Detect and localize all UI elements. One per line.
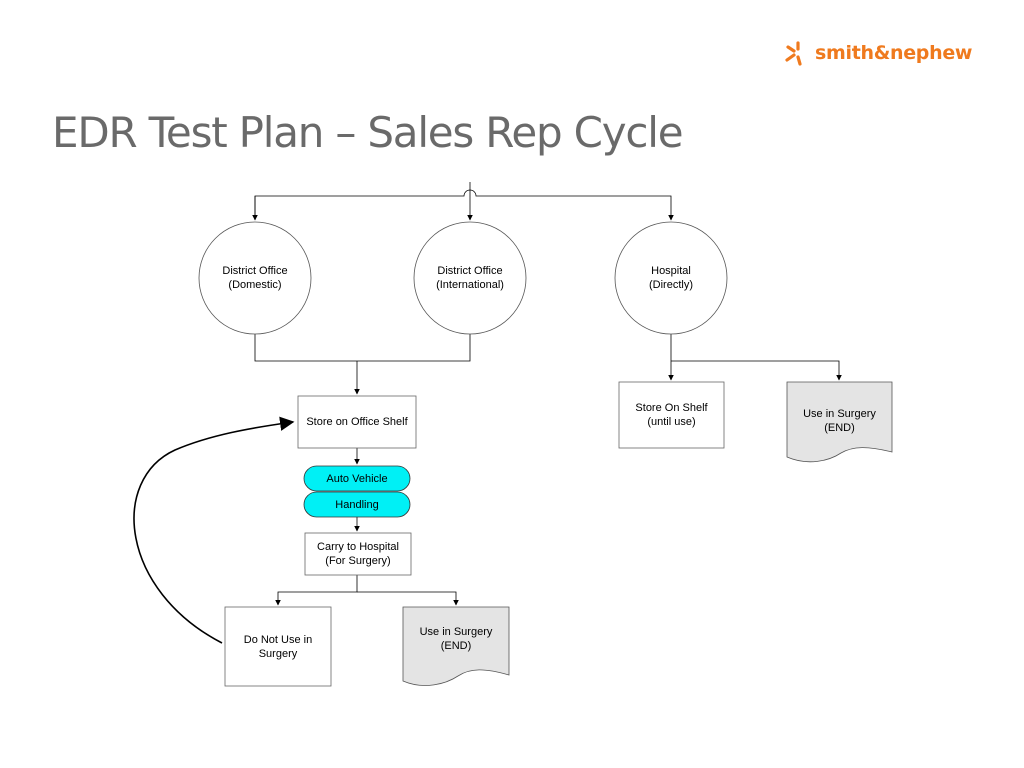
label-line: (Directly): [649, 279, 693, 291]
node-use-surgery-left: [402, 606, 510, 686]
connector-hospital-right: [671, 360, 842, 381]
node-use-surgery-right: [786, 381, 893, 463]
logo-text: smith&nephew: [815, 42, 973, 64]
label-line: Use in Surgery: [803, 408, 876, 420]
node-carry-hospital: [304, 532, 412, 576]
label-use-surgery-right: Use in Surgery (END): [787, 400, 892, 442]
node-do-not-use: [224, 606, 332, 687]
label-hospital: Hospital (Directly): [621, 257, 721, 299]
label-handling: Handling: [304, 492, 410, 517]
node-district-international: [413, 221, 527, 335]
label-line: (END): [824, 422, 855, 434]
label-line: Do Not Use in: [243, 633, 313, 646]
brand-logo: smith&nephew: [783, 36, 983, 70]
label-use-surgery-left: Use in Surgery (END): [403, 618, 509, 660]
label-line: Use in Surgery: [419, 626, 493, 638]
label-store-office: Store on Office Shelf: [298, 396, 416, 448]
starburst-icon: [785, 41, 802, 66]
label-line: District Office: [222, 265, 288, 277]
label-district-international: District Office (International): [420, 257, 520, 299]
label-district-domestic: District Office (Domestic): [205, 257, 305, 299]
label-line: Store on Office Shelf: [306, 416, 408, 428]
label-line: (until use): [647, 416, 696, 428]
node-store-on-shelf: [618, 381, 725, 449]
label-carry-hospital: Carry to Hospital (For Surgery): [305, 533, 411, 575]
label-line: Handling: [335, 498, 379, 511]
connector-carry-split: [275, 575, 358, 606]
label-line: (END): [440, 640, 472, 652]
label-line: (For Surgery): [325, 555, 391, 567]
connector-top: [254, 189, 674, 221]
node-hospital: [614, 221, 728, 335]
label-line: Surgery: [258, 647, 298, 660]
label-line: Hospital: [651, 265, 691, 277]
label-line: Auto Vehicle: [326, 472, 388, 485]
label-line: District Office: [437, 265, 503, 277]
page-title: EDR Test Plan – Sales Rep Cycle: [52, 108, 684, 157]
connector-circles-to-store: [254, 334, 471, 362]
label-line: (Domestic): [228, 279, 282, 291]
node-store-office: [297, 395, 417, 449]
label-line: Store On Shelf: [635, 402, 708, 414]
label-line: Carry to Hospital: [317, 541, 399, 553]
label-store-on-shelf: Store On Shelf (until use): [619, 394, 724, 436]
node-district-domestic: [198, 221, 312, 335]
node-auto-vehicle: [303, 465, 411, 492]
node-handling: [303, 491, 411, 518]
connector-carry-right: [357, 591, 459, 606]
label-line: (International): [436, 279, 504, 291]
label-auto-vehicle: Auto Vehicle: [304, 466, 410, 491]
return-arrow: [133, 416, 295, 644]
